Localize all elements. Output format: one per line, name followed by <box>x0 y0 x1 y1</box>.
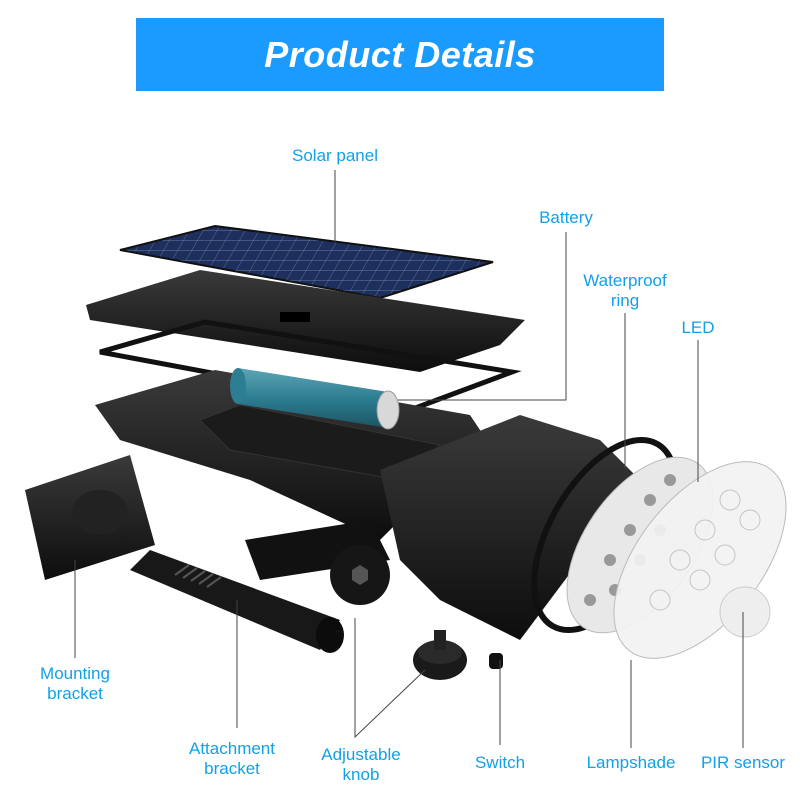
label-line-1: Mounting <box>40 664 110 683</box>
label-line-1: Adjustable <box>321 745 401 764</box>
label-lampshade: Lampshade <box>586 753 676 772</box>
label-switch: Switch <box>474 753 526 772</box>
pir-sensor <box>719 586 771 638</box>
page-title: Product Details <box>264 33 536 75</box>
label-mounting-bracket: Mounting bracket <box>40 664 110 704</box>
label-line-1: Attachment <box>189 739 275 758</box>
label-solar-panel: Solar panel <box>291 146 379 165</box>
label-pir-sensor: PIR sensor <box>700 753 786 772</box>
label-attachment-bracket: Attachment bracket <box>189 739 275 779</box>
label-line-2: bracket <box>204 759 260 778</box>
switch-part <box>489 653 503 669</box>
lamp-head <box>380 415 640 640</box>
label-led: LED <box>681 318 715 337</box>
adjustable-knob <box>413 630 467 680</box>
label-waterproof-ring: Waterproof ring <box>583 271 666 311</box>
battery <box>230 368 400 430</box>
label-adjustable-knob: Adjustable knob <box>321 745 400 785</box>
label-line-1: Waterproof <box>583 271 667 290</box>
header-banner: Product Details <box>136 18 664 91</box>
label-battery: Battery <box>539 208 593 227</box>
label-line-2: knob <box>342 765 380 784</box>
label-line-2: ring <box>610 291 640 310</box>
leader-lines <box>74 170 744 748</box>
solar-panel <box>119 224 494 300</box>
mounting-bracket <box>25 455 155 580</box>
attachment-bracket <box>130 550 344 653</box>
label-line-2: bracket <box>47 684 103 703</box>
